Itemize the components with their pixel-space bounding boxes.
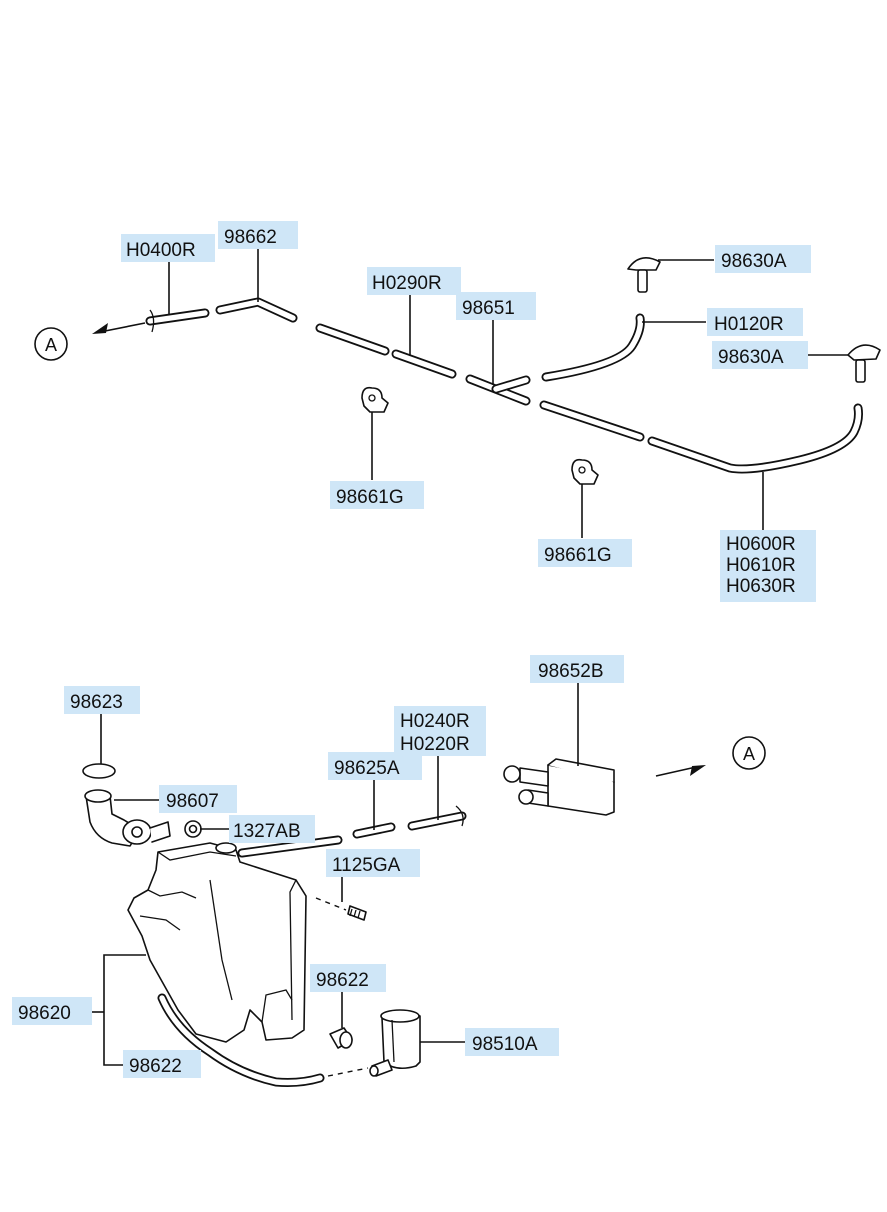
grommet-1327ab [184, 820, 202, 838]
svg-text:H0400R: H0400R [126, 240, 196, 261]
bolt-1125ga [315, 897, 367, 921]
label-98661g-left: 98661G [330, 481, 424, 509]
reservoir-98620 [127, 842, 307, 1043]
svg-text:98623: 98623 [70, 692, 123, 713]
label-h0610r: H0610R [726, 555, 796, 576]
svg-text:98651: 98651 [462, 298, 515, 319]
label-1327ab: 1327AB [229, 815, 315, 843]
leader-lines-upper [168, 248, 848, 538]
label-h0400r: H0400R [121, 234, 215, 262]
reference-letter-upper: A [45, 335, 57, 355]
nozzle-98630a-top [627, 257, 661, 293]
svg-text:98630A: 98630A [718, 347, 784, 368]
label-98622-upper: 98622 [310, 964, 386, 992]
svg-text:98630A: 98630A [721, 251, 787, 272]
label-h0240r-group: H0240R H0220R [394, 706, 486, 756]
svg-text:98625A: 98625A [334, 758, 400, 779]
label-98607: 98607 [159, 785, 237, 813]
svg-text:98622: 98622 [316, 970, 369, 991]
label-98651: 98651 [456, 292, 536, 320]
reference-circle-lower: A [732, 736, 766, 770]
label-98510a: 98510A [465, 1028, 559, 1056]
valve-98652b [503, 758, 615, 816]
filler-neck-98607 [84, 789, 171, 847]
svg-text:98620: 98620 [18, 1003, 71, 1024]
hose-h0120r [541, 313, 645, 382]
label-h0220r: H0220R [400, 734, 470, 755]
hose-h0240r [407, 805, 467, 831]
connector-98651 [465, 374, 531, 406]
svg-text:98607: 98607 [166, 791, 219, 812]
reference-letter-lower: A [743, 744, 755, 764]
svg-text:98661G: 98661G [336, 487, 404, 508]
pump-98510a [369, 1009, 421, 1077]
label-98620: 98620 [12, 997, 92, 1025]
label-1125ga: 1125GA [326, 849, 420, 877]
label-h0120r: H0120R [707, 308, 803, 336]
hose-98662 [215, 297, 298, 323]
label-h0600r-group: H0600R H0610R H0630R [720, 530, 816, 602]
label-98630a-right: 98630A [712, 341, 808, 369]
label-98625a: 98625A [328, 752, 422, 780]
label-98661g-right: 98661G [538, 539, 632, 567]
direction-arrow-upper [92, 322, 146, 334]
label-98630a-top: 98630A [715, 245, 811, 273]
label-98622-lower: 98622 [123, 1050, 201, 1078]
svg-text:1327AB: 1327AB [233, 821, 301, 842]
svg-text:98662: 98662 [224, 227, 277, 248]
hose-tank-to-pump [157, 993, 369, 1087]
label-h0290r: H0290R [367, 267, 461, 295]
clip-98661g-left [361, 386, 389, 413]
svg-text:H0120R: H0120R [714, 314, 784, 335]
label-98652b: 98652B [530, 655, 624, 683]
nozzle-98630a-right [847, 344, 881, 383]
svg-text:H0290R: H0290R [372, 273, 442, 294]
label-h0630r: H0630R [726, 576, 796, 597]
hose-h0400r [145, 308, 210, 333]
svg-text:1125GA: 1125GA [332, 855, 401, 876]
direction-arrow-lower [655, 765, 706, 777]
clip-98661g-right [571, 458, 599, 485]
svg-text:98652B: 98652B [538, 661, 604, 682]
svg-text:98510A: 98510A [472, 1034, 538, 1055]
label-98662: 98662 [218, 221, 298, 249]
leader-lines-lower [92, 681, 579, 1066]
label-h0600r: H0600R [726, 534, 796, 555]
cap-98623 [82, 763, 116, 779]
label-98623: 98623 [64, 686, 140, 714]
svg-text:98661G: 98661G [544, 545, 612, 566]
label-h0240r: H0240R [400, 711, 470, 732]
hose-h0290r [315, 323, 457, 379]
svg-text:98622: 98622 [129, 1056, 182, 1077]
grommet-98622-upper [329, 1027, 353, 1049]
reference-circle-upper: A [34, 327, 68, 361]
hose-tank-outlet [237, 835, 343, 858]
connector-98625a [352, 822, 396, 839]
hose-h0600r [539, 400, 863, 474]
